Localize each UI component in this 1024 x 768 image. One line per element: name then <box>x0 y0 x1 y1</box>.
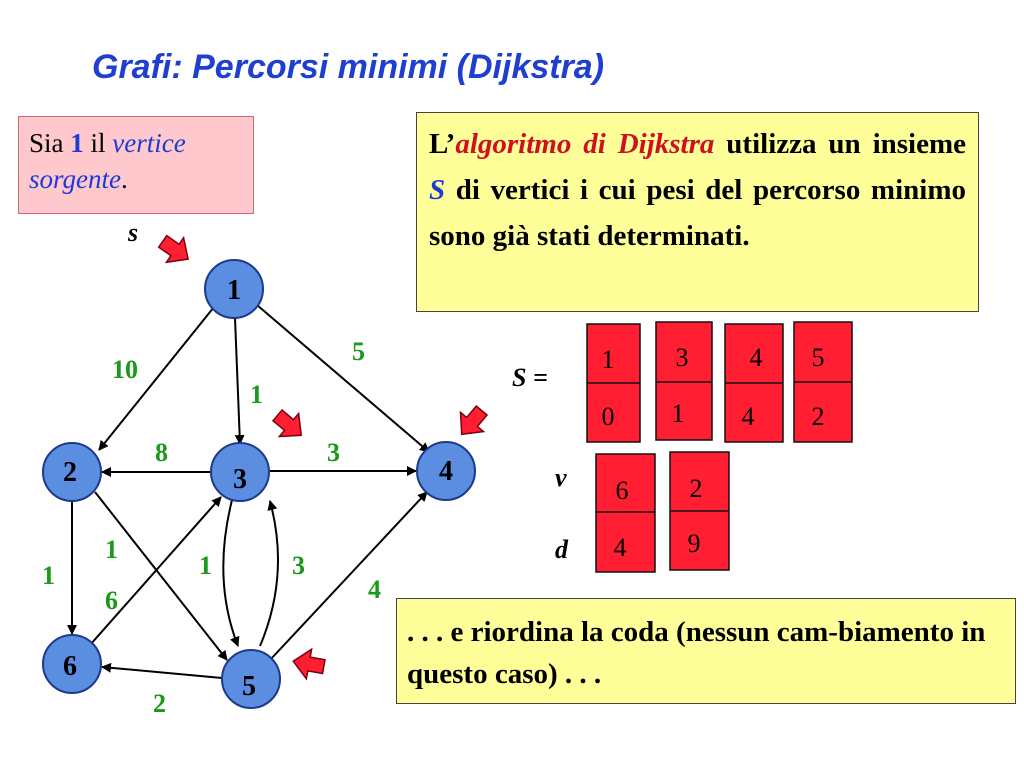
source-label: s <box>127 218 138 247</box>
node-label: 5 <box>242 671 256 702</box>
set-s-symbol: S <box>429 174 446 206</box>
node-label: 4 <box>439 456 453 487</box>
set-s-distance: 0 <box>602 402 615 431</box>
queue-vertex: 6 <box>616 476 629 505</box>
queue-distance: 4 <box>614 533 627 562</box>
edge-1-4 <box>256 304 430 453</box>
queue-distance-label: d <box>555 535 569 564</box>
set-s-distance: 4 <box>742 402 755 431</box>
node-label: 1 <box>227 275 241 306</box>
edge-weight-6-3: 6 <box>105 586 118 615</box>
set-s-distance: 2 <box>812 402 825 431</box>
edge-weight-1-3: 1 <box>250 380 263 409</box>
queue-reorder-note: . . . e riordina la coda (nessun cam-bia… <box>396 598 1016 704</box>
edge-weight-5-6: 2 <box>153 689 166 718</box>
set-s-vertex: 3 <box>676 343 689 372</box>
set-s-column-4: 5 2 <box>793 321 853 443</box>
edge-5-4 <box>269 491 428 661</box>
pointer-arrow-icon <box>271 408 303 438</box>
graph-node-5: 5 <box>221 649 281 709</box>
edge-weight-3-2: 8 <box>155 438 168 467</box>
pointer-arrow-icon <box>459 404 489 436</box>
set-s-vertex: 5 <box>812 343 825 372</box>
source-vertex-number: 1 <box>70 128 84 158</box>
edge-6-3 <box>89 496 222 646</box>
source-note-text-3: . <box>120 164 128 194</box>
dijkstra-description-box: L’algoritmo di Dijkstra utilizza un insi… <box>416 112 979 312</box>
edge-weight-3-5: 1 <box>199 551 212 580</box>
source-arrow-icon <box>157 234 190 264</box>
set-s-column-2: 3 1 <box>655 321 713 441</box>
page-title: Grafi: Percorsi minimi (Dijkstra) <box>92 48 605 86</box>
graph-node-3: 3 <box>210 442 270 502</box>
edge-1-3 <box>234 317 245 445</box>
algo-name: algoritmo di Dijkstra <box>455 128 715 160</box>
queue-column-1: 6 4 <box>595 453 656 573</box>
edge-5-6 <box>101 662 223 679</box>
edge-weight-3-4: 3 <box>327 438 340 467</box>
queue-column-2: 2 9 <box>669 451 730 571</box>
set-s-column-3: 4 4 <box>724 323 784 443</box>
queue-vertex-label: v <box>555 463 567 492</box>
algo-text-1: L’ <box>429 128 456 160</box>
graph-node-1: 1 <box>204 259 264 319</box>
edge-2-5 <box>94 491 228 661</box>
set-s-label: S = <box>512 363 548 392</box>
edge-weight-5-3: 3 <box>292 551 305 580</box>
set-s-vertex: 4 <box>750 343 763 372</box>
edge-weight-1-4: 5 <box>352 337 365 366</box>
node-label: 2 <box>63 457 77 488</box>
pointer-arrow-icon <box>292 647 326 681</box>
source-note-text-1: Sia <box>29 128 71 158</box>
algo-text-3: di vertici i cui pesi del percorso minim… <box>429 174 966 252</box>
set-s-distance: 1 <box>672 399 685 428</box>
edge-weight-2-6: 1 <box>42 561 55 590</box>
queue-vertex: 2 <box>690 474 703 503</box>
edge-1-2 <box>98 306 215 451</box>
edge-weight-2-5: 1 <box>105 535 118 564</box>
queue-note-text: . . . e riordina la coda (nessun cam-bia… <box>407 616 986 690</box>
set-s-vertex: 1 <box>602 345 615 374</box>
graph-node-4: 4 <box>416 441 476 501</box>
edge-weight-1-2: 10 <box>112 355 138 384</box>
source-vertex-term: vertice sorgente <box>29 128 186 194</box>
node-label: 3 <box>233 464 247 495</box>
edge-5-3 <box>259 500 279 647</box>
algo-text-2: utilizza un insieme <box>714 128 966 160</box>
graph-node-2: 2 <box>42 442 102 502</box>
queue-distance: 9 <box>688 529 701 558</box>
node-label: 6 <box>63 651 77 682</box>
edge-weight-5-4: 4 <box>368 575 381 604</box>
graph-node-6: 6 <box>42 634 102 694</box>
set-s-column-1: 1 0 <box>586 323 641 443</box>
edge-3-5 <box>222 499 240 647</box>
source-vertex-note: Sia 1 il vertice sorgente. <box>18 116 254 214</box>
source-note-text-2: il <box>83 128 113 158</box>
